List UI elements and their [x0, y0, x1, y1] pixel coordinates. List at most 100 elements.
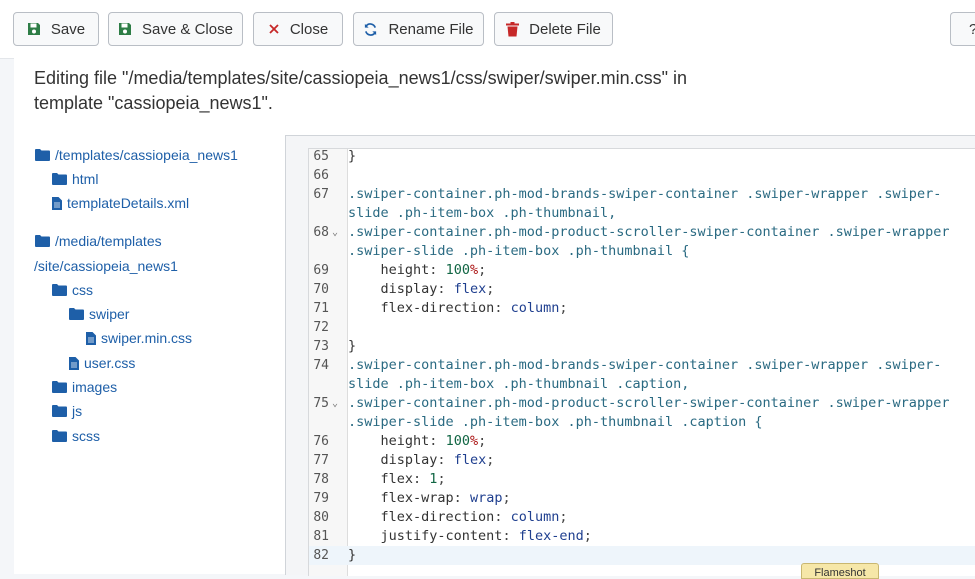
tree-label: scss — [72, 428, 100, 444]
code-line[interactable]: 71 flex-direction: column; — [309, 299, 975, 318]
line-number: 78 — [309, 470, 329, 489]
code-text: } — [348, 337, 356, 356]
folder-icon — [52, 430, 67, 442]
line-number: 82 — [309, 546, 329, 565]
tree-label: swiper.min.css — [101, 330, 192, 346]
tree-file-swiper-min-css[interactable]: swiper.min.css — [86, 330, 192, 346]
line-number: 74 — [309, 356, 329, 375]
code-line[interactable]: 79 flex-wrap: wrap; — [309, 489, 975, 508]
tree-label: user.css — [84, 355, 135, 371]
line-number: 65 — [309, 148, 329, 166]
code-text: flex-wrap: wrap; — [348, 489, 511, 508]
close-label: Close — [290, 21, 328, 38]
help-button[interactable]: ? — [950, 12, 975, 46]
code-line[interactable]: 69 height: 100%; — [309, 261, 975, 280]
tree-label: /templates/cassiopeia_news1 — [55, 147, 238, 163]
tree-folder-templates-root[interactable]: /templates/cassiopeia_news1 — [35, 147, 238, 163]
code-text: slide .ph-item-box .ph-thumbnail, — [348, 204, 616, 223]
tree-folder-images[interactable]: images — [52, 379, 117, 395]
code-text: flex-direction: column; — [348, 299, 568, 318]
code-text: .swiper-container.ph-mod-product-scrolle… — [348, 394, 949, 413]
code-text: .swiper-slide .ph-item-box .ph-thumbnail… — [348, 242, 689, 261]
trash-icon — [506, 22, 519, 37]
code-text: justify-content: flex-end; — [348, 527, 592, 546]
tree-label: swiper — [89, 306, 129, 322]
save-close-label: Save & Close — [142, 21, 233, 38]
code-editor[interactable]: 65}6667.swiper-container.ph-mod-brands-s… — [308, 148, 975, 576]
tree-label: html — [72, 171, 98, 187]
code-line[interactable]: 65} — [309, 148, 975, 166]
code-text: .swiper-container.ph-mod-brands-swiper-c… — [348, 185, 941, 204]
line-number: 69 — [309, 261, 329, 280]
toolbar: Save Save & Close Close Rename File Dele… — [0, 0, 975, 59]
code-line[interactable]: 80 flex-direction: column; — [309, 508, 975, 527]
fold-toggle-icon[interactable]: ⌄ — [332, 394, 338, 413]
code-line[interactable]: 66 — [309, 166, 975, 185]
tree-label: css — [72, 282, 93, 298]
help-label: ? — [969, 21, 975, 38]
save-button[interactable]: Save — [13, 12, 99, 46]
folder-icon — [52, 284, 67, 296]
file-icon — [69, 357, 79, 370]
delete-file-button[interactable]: Delete File — [494, 12, 613, 46]
code-text: height: 100%; — [348, 432, 486, 451]
rename-file-button[interactable]: Rename File — [353, 12, 484, 46]
folder-icon — [69, 308, 84, 320]
code-line[interactable]: 75⌄ .swiper-container.ph-mod-product-scro… — [309, 394, 975, 413]
code-text: .swiper-container.ph-mod-product-scrolle… — [348, 223, 949, 242]
code-text: display: flex; — [348, 280, 494, 299]
code-line[interactable]: 68⌄ .swiper-container.ph-mod-product-scro… — [309, 223, 975, 242]
fold-toggle-icon[interactable]: ⌄ — [332, 223, 338, 242]
code-line[interactable]: 72 — [309, 318, 975, 337]
save-icon — [118, 22, 132, 36]
code-line[interactable]: 70 display: flex; — [309, 280, 975, 299]
code-line[interactable]: 73} — [309, 337, 975, 356]
tree-folder-html[interactable]: html — [52, 171, 98, 187]
save-close-button[interactable]: Save & Close — [108, 12, 243, 46]
code-line[interactable]: slide .ph-item-box .ph-thumbnail, — [309, 204, 975, 223]
code-line[interactable]: 67.swiper-container.ph-mod-brands-swiper… — [309, 185, 975, 204]
code-line[interactable]: slide .ph-item-box .ph-thumbnail .captio… — [309, 375, 975, 394]
line-number: 68 — [309, 223, 329, 242]
code-text: } — [348, 148, 356, 166]
tree-folder-swiper[interactable]: swiper — [69, 306, 129, 322]
line-number: 76 — [309, 432, 329, 451]
code-text: slide .ph-item-box .ph-thumbnail .captio… — [348, 375, 689, 394]
code-line[interactable]: 74 .swiper-container.ph-mod-brands-swiper… — [309, 356, 975, 375]
line-number: 73 — [309, 337, 329, 356]
code-text: .swiper-container.ph-mod-brands-swiper-c… — [348, 356, 941, 375]
code-line[interactable]: 81 justify-content: flex-end; — [309, 527, 975, 546]
code-line[interactable]: 78 flex: 1; — [309, 470, 975, 489]
editing-file-line-2: template "cassiopeia_news1". — [34, 91, 694, 116]
tree-folder-media-templates-cont[interactable]: /site/cassiopeia_news1 — [34, 258, 178, 274]
line-number: 72 — [309, 318, 329, 337]
code-line[interactable]: 77 display: flex; — [309, 451, 975, 470]
folder-icon — [35, 235, 50, 247]
code-text: .swiper-slide .ph-item-box .ph-thumbnail… — [348, 413, 763, 432]
code-text: flex-direction: column; — [348, 508, 568, 527]
close-button[interactable]: Close — [253, 12, 343, 46]
editing-file-description: Editing file "/media/templates/site/cass… — [34, 66, 694, 116]
line-number: 77 — [309, 451, 329, 470]
line-number: 75 — [309, 394, 329, 413]
line-number: 70 — [309, 280, 329, 299]
tree-folder-media-templates[interactable]: /media/templates — [35, 233, 162, 249]
tree-folder-scss[interactable]: scss — [52, 428, 100, 444]
tree-label: images — [72, 379, 117, 395]
delete-label: Delete File — [529, 21, 601, 38]
code-line[interactable]: 76 height: 100%; — [309, 432, 975, 451]
code-text: display: flex; — [348, 451, 494, 470]
code-text: height: 100%; — [348, 261, 486, 280]
code-line[interactable]: .swiper-slide .ph-item-box .ph-thumbnail… — [309, 242, 975, 261]
tree-label: /media/templates — [55, 233, 162, 249]
line-number: 79 — [309, 489, 329, 508]
folder-icon — [52, 405, 67, 417]
tree-file-user-css[interactable]: user.css — [69, 355, 135, 371]
tree-file-template-details[interactable]: templateDetails.xml — [52, 195, 189, 211]
main-panel: Editing file "/media/templates/site/cass… — [14, 58, 975, 574]
code-text: flex: 1; — [348, 470, 446, 489]
line-number: 66 — [309, 166, 329, 185]
code-line[interactable]: .swiper-slide .ph-item-box .ph-thumbnail… — [309, 413, 975, 432]
tree-folder-css[interactable]: css — [52, 282, 93, 298]
tree-folder-js[interactable]: js — [52, 403, 82, 419]
